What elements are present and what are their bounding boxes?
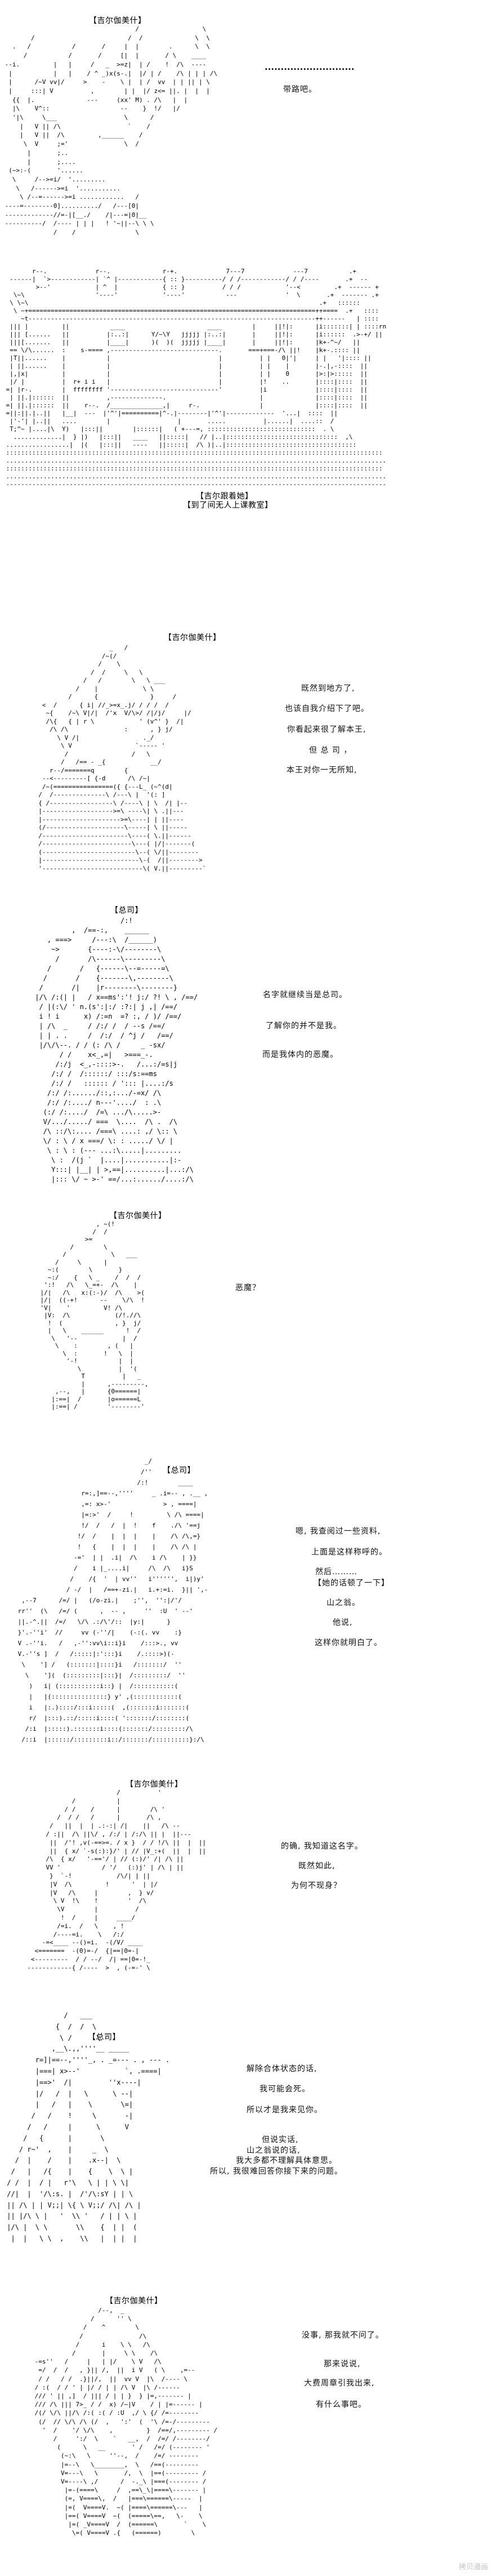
dialogue-line: 嗯, 我查阅过一些资料, bbox=[296, 1527, 381, 1536]
dialogue-line: 也该自我介绍下了吧。 bbox=[285, 704, 369, 713]
ascii-art-classroom-scene: r--. r--. r-+. 7---7 ---7 .+ ------| `>-… bbox=[6, 268, 387, 488]
dialogue-line: 本王对你一无所知, bbox=[287, 766, 357, 775]
dialogue-line: 山之翁说的话, bbox=[247, 2146, 301, 2155]
dialogue-line: 我可能会死。 bbox=[260, 2085, 310, 2094]
ascii-art-gilgamesh-4: / ' / | / / / | /\ ' / / / / | /\ , / ||… bbox=[27, 1789, 207, 1971]
narration-caption: 【吉尔跟着她】 bbox=[196, 492, 253, 501]
speaker-label-gilgamesh-5: 【吉尔伽美什】 bbox=[105, 2297, 163, 2306]
dialogue-line: 你看起来很了解本王, bbox=[287, 725, 366, 734]
dialogue-line: 他说, bbox=[333, 1618, 353, 1627]
dialogue-line: 恶魔？ bbox=[235, 1283, 261, 1293]
dialogue-line: 那来说说, bbox=[324, 2360, 361, 2369]
speaker-label-gilgamesh-3: 【吉尔伽美什】 bbox=[109, 1211, 167, 1220]
dialogue-line: 我大多都不理解具体意思。 bbox=[236, 2156, 337, 2165]
dialogue-line: 但 总 司 ， bbox=[309, 746, 352, 755]
dialogue-line: 解除合体状态的话, bbox=[247, 2064, 317, 2073]
dialogue-line: 而是我体内的恶魔。 bbox=[262, 1050, 338, 1059]
speaker-label-gilgamesh-1: 【吉尔伽美什】 bbox=[89, 16, 146, 25]
dialogue-line: 的确, 我知道这名字。 bbox=[281, 1842, 363, 1851]
ascii-art-gilgamesh-3: , ~(! / / >= / \ / \ ___ / \ | ~:( \ } ~… bbox=[40, 1220, 149, 1410]
dialogue-line: 所以, 我很难回答你接下来的问题。 bbox=[210, 2167, 343, 2176]
dialogue-line: 但说实话, bbox=[262, 2135, 299, 2144]
dialogue-line: 了解你的并不是我。 bbox=[266, 1021, 342, 1031]
dialogue-ellipsis: ............................ bbox=[265, 62, 355, 72]
ascii-art-souji-3: / ___ { / / \ \ / \ ,__\.,,''''__ _____ … bbox=[7, 2011, 170, 2242]
dialogue-line: 带路吧。 bbox=[283, 85, 317, 94]
ascii-art-souji-2: _/ /'' /:! ____ r=:,]==--,'''' _ .i=-- ,… bbox=[17, 1458, 208, 1743]
speaker-label-souji-2: 【总司】 bbox=[163, 1466, 195, 1475]
narration-bracket-line: 【她的话顿了一下】 bbox=[314, 1579, 390, 1588]
dialogue-line: 然后……… bbox=[315, 1567, 357, 1576]
speaker-label-gilgamesh-4: 【吉尔伽美什】 bbox=[126, 1780, 183, 1789]
dialogue-line: 有什么事吧。 bbox=[316, 2400, 366, 2409]
speaker-label-gilgamesh-2: 【吉尔伽美什】 bbox=[164, 633, 221, 642]
ascii-art-souji-1: /:! , /==-:, ______ , ===> /---:\ /_____… bbox=[35, 917, 198, 1183]
dialogue-line: 山之翁。 bbox=[326, 1598, 360, 1607]
ascii-art-gilgamesh-2: _ / /~(/ / \ / / \ \ / / \ \ ___ / | \ \… bbox=[38, 644, 207, 872]
site-watermark: 拷贝漫画 bbox=[459, 2563, 489, 2571]
speaker-label-souji-1: 【总司】 bbox=[110, 906, 143, 915]
dialogue-line: 上面是这样称呼的。 bbox=[311, 1548, 387, 1557]
dialogue-line: 名字就继续当是总司。 bbox=[263, 991, 347, 1000]
ascii-art-gilgamesh-5: /--, _ / '' \ / ^ \ / /\ / i \ \ /\ / | … bbox=[34, 2307, 218, 2537]
dialogue-line: 大费周章引我出来, bbox=[304, 2379, 375, 2388]
dialogue-line: 这样你就明白了。 bbox=[315, 1638, 382, 1647]
narration-caption: 【到了间无人上课教室】 bbox=[183, 501, 273, 510]
ascii-art-gilgamesh-1: / \ / / / \ \ . / / / | | . \ \ / / / [|… bbox=[5, 25, 218, 237]
dialogue-line: 为何不现身？ bbox=[291, 1881, 342, 1890]
speaker-label-souji-3: 【总司】 bbox=[88, 2033, 120, 2042]
dialogue-line: 既然到地方了, bbox=[301, 684, 355, 693]
dialogue-line: 所以才是我来见你。 bbox=[247, 2106, 323, 2115]
dialogue-line: 既然如此, bbox=[298, 1862, 336, 1871]
dialogue-line: 没事, 那我就不问了。 bbox=[302, 2331, 384, 2340]
